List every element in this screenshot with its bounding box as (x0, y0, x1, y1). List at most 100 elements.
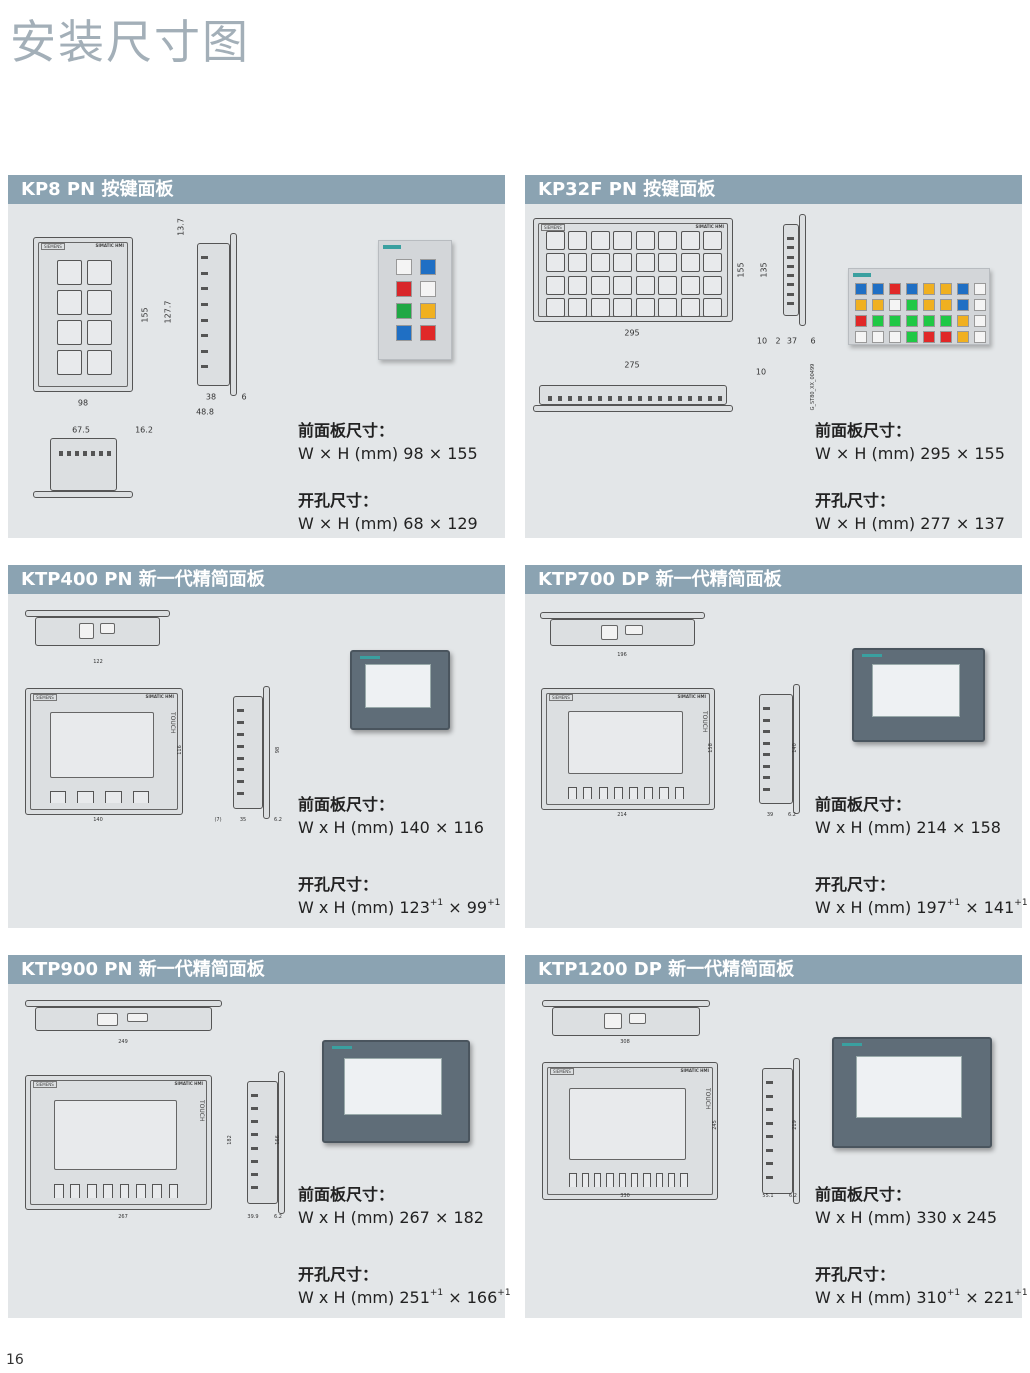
siemens-logo-strip (360, 656, 380, 659)
photo-key (888, 283, 901, 295)
dimension-label: 245 (712, 1120, 718, 1130)
front-size-label: 前面板尺寸： (298, 421, 395, 440)
photo-key (939, 283, 952, 295)
function-key-outline (655, 1173, 664, 1188)
product-photo (350, 650, 450, 730)
product-photo (322, 1040, 470, 1143)
side-view-drawing (226, 686, 270, 819)
top-housing (552, 1007, 700, 1036)
connector-pin (658, 396, 662, 401)
side-view-drawing (752, 684, 800, 814)
function-key-outline (135, 1184, 146, 1198)
vent-slot (763, 753, 770, 756)
front-bezel-inner (30, 1080, 207, 1205)
connector-pin (578, 396, 582, 401)
cutout-w: 310 (916, 1288, 947, 1307)
side-bezel (793, 684, 800, 814)
dimension-label: 39 (766, 812, 774, 818)
brand-label: SIEMENS (33, 1081, 57, 1088)
touch-label: TOUCH (704, 1087, 711, 1110)
page-number: 16 (6, 1352, 24, 1368)
vent-slot (237, 756, 244, 760)
product-label: SIMATIC HMI (695, 224, 725, 229)
cutout-sep: × (960, 898, 984, 917)
vent-slot (763, 776, 770, 779)
dimension-label: 67.5 (72, 425, 90, 435)
photo-key (396, 281, 412, 297)
front-bezel-inner (38, 242, 128, 387)
photo-key (956, 299, 969, 311)
dimension-label: 10 (756, 336, 768, 346)
dimension-label: 6.2 (788, 812, 796, 818)
vent-slot (763, 707, 770, 710)
cutout-sep: × (443, 898, 467, 917)
side-housing (247, 1081, 278, 1204)
connector-pin (548, 396, 552, 401)
vent-slot (201, 334, 208, 338)
product-label: SIMATIC HMI (145, 694, 175, 699)
front-size-label: 前面板尺寸： (815, 1185, 912, 1204)
photo-key (905, 331, 918, 343)
vent-slot (251, 1185, 258, 1189)
dimension-label: 158 (708, 743, 714, 753)
screen-outline (569, 1087, 686, 1160)
key-outline (56, 350, 82, 375)
connector-pin (598, 396, 602, 401)
front-bezel-inner (547, 1067, 713, 1195)
cutout-size-value: W x H (mm) 251+1 × 166+1 (298, 1288, 511, 1307)
function-key-outline (86, 1184, 97, 1198)
screen-outline (49, 711, 154, 778)
vent-slot (787, 301, 794, 305)
function-key-outline (659, 786, 669, 799)
front-size-value: W × H (mm) 98 × 155 (298, 444, 478, 463)
side-housing (759, 694, 793, 804)
photo-key (922, 299, 935, 311)
brand-label: SIEMENS (550, 1068, 574, 1075)
connector-pin (648, 396, 652, 401)
key-outline (613, 253, 633, 273)
bottom-view-drawing (533, 380, 733, 412)
key-outline (635, 230, 655, 250)
connector-pin (668, 396, 672, 401)
function-key-outline (680, 1173, 688, 1188)
dimension-label: 39.9 (247, 1214, 259, 1220)
dimension-label: 6.2 (274, 817, 282, 823)
photo-key (939, 331, 952, 343)
photo-key (922, 283, 935, 295)
siemens-logo-strip (853, 273, 871, 277)
connector-pin (638, 396, 642, 401)
key-outline (568, 298, 588, 318)
connector-pin (608, 396, 612, 401)
dimension-label: 13.7 (176, 218, 186, 236)
function-key-outline (569, 1173, 577, 1188)
product-photo (832, 1037, 992, 1148)
top-bezel (542, 1000, 710, 1007)
cutout-size-label: 开孔尺寸： (298, 491, 379, 510)
vent-slot (237, 792, 244, 796)
function-key-outline (674, 786, 684, 799)
panel-title: KTP700 DP 新一代精简面板 (525, 565, 1022, 594)
vent-slot (787, 292, 794, 296)
cutout-size-label: 开孔尺寸： (815, 491, 896, 510)
photo-key (905, 315, 918, 327)
cutout-sep: × (960, 1288, 984, 1307)
vent-slot (201, 256, 208, 259)
bottom-view-drawing (33, 425, 133, 498)
function-key-outline (644, 786, 654, 799)
vent-slot (251, 1146, 258, 1150)
dimension-label: 308 (620, 1039, 630, 1045)
photo-screen (855, 1056, 962, 1119)
photo-key (973, 283, 986, 295)
dimension-label: 98 (275, 746, 281, 754)
cutout-size-label: 开孔尺寸： (815, 1265, 896, 1284)
dimension-label: 98 (77, 398, 89, 408)
siemens-logo-strip (842, 1043, 862, 1046)
key-outline (635, 298, 655, 318)
cutout-size-value: W x H (mm) 310+1 × 221+1 (815, 1288, 1028, 1307)
front-size-value: W x H (mm) 140 × 116 (298, 818, 484, 837)
key-outline (703, 253, 723, 273)
